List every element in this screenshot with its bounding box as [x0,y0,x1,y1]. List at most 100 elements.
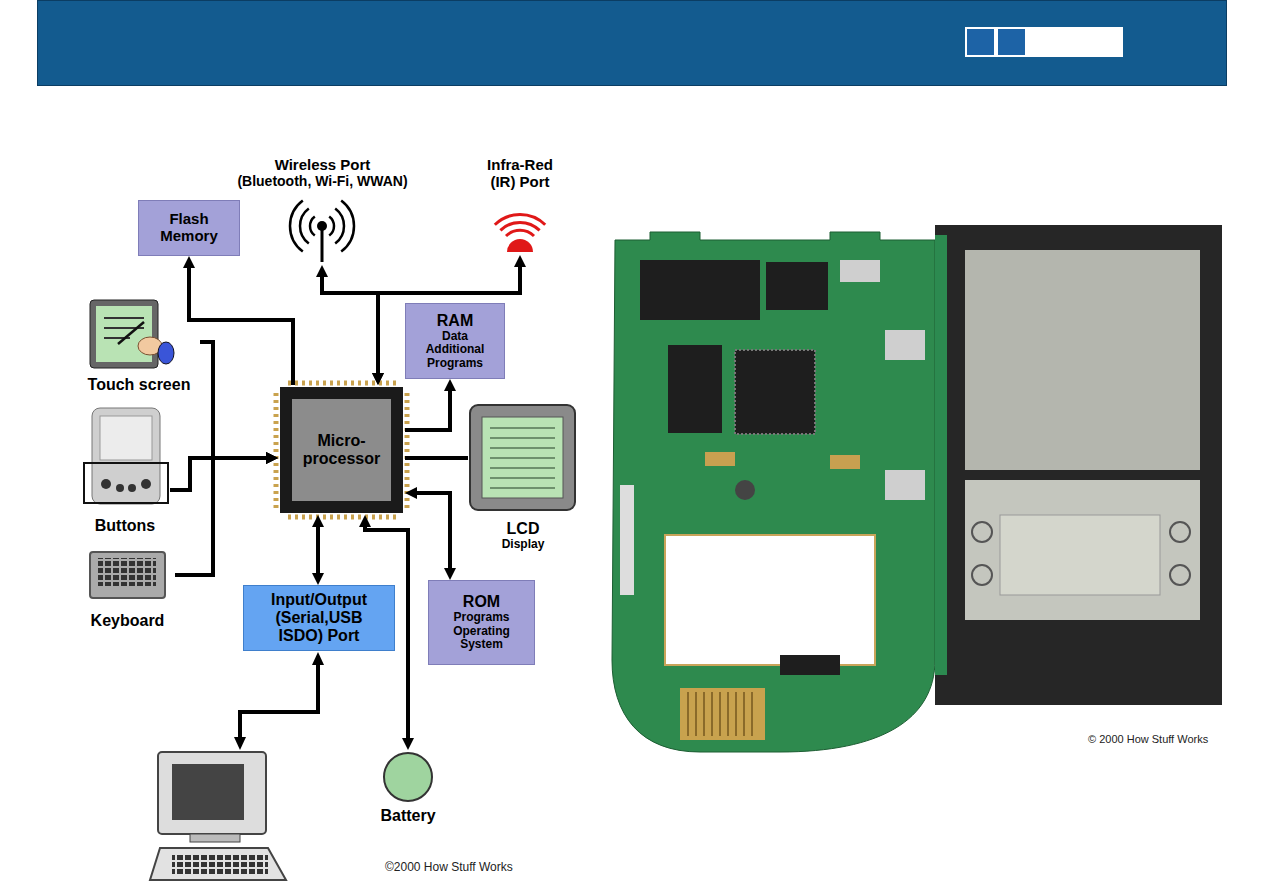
port-icon: Wireless Port(Bluetooth, Wi-Fi, WWAN) [230,157,415,265]
box-heading: ROM [463,593,500,611]
box-body: Programs Operating System [442,611,522,651]
icon-label: Touch screen [88,376,191,394]
header-square [996,27,1027,57]
pcb-photo [665,535,875,665]
icon-label: Keyboard [91,612,165,630]
lcd-icon [470,405,575,510]
infrared-icon [507,239,533,252]
pcb-photo [780,655,840,675]
keyboard-icon [98,558,156,586]
connector [372,255,526,385]
connector [316,265,384,385]
pcb-photo [840,260,880,282]
icon-label: LCD [507,520,540,538]
connector-line [175,458,268,575]
arrow-head [312,573,324,585]
connector-line [189,266,293,385]
arrow-head [444,568,456,580]
header-panel [1027,27,1123,57]
pcb-photo [620,485,634,595]
arrow-head [316,265,328,277]
box-label: Flash Memory [153,211,225,245]
lcd-icon [490,428,555,488]
connector [200,342,278,464]
arrow-head [266,452,278,464]
microprocessor-chip [274,393,279,508]
pda-buttons-icon [84,463,168,503]
pcb-photo [640,260,760,320]
computer-icon [150,848,286,880]
pcb-photo [735,350,815,434]
io-computer-link [234,737,246,750]
io-computer-link [234,652,324,750]
pcb-photo [705,452,735,466]
pcb-photo [735,480,755,500]
connector-line [415,493,450,570]
arrow-head [266,452,278,464]
arrow-head [402,738,414,750]
antenna-icon [290,200,354,262]
pcb-photo [885,470,925,500]
memory-box: ROMPrograms Operating System [428,580,535,665]
input-icon: Touch screen [78,298,200,394]
box-body: Data Additional Programs [415,330,495,370]
pcb-photo [1170,565,1190,585]
arrow-head [444,379,456,391]
arrow-head [372,373,384,385]
computer-icon [158,752,266,834]
microprocessor-chip [280,387,403,513]
connector-line [405,456,468,460]
icon-label: Buttons [95,517,155,535]
pcb-photo [766,262,828,310]
pcb-photo [935,225,1222,705]
port-icon: Infra-Red (IR) Port [470,157,570,255]
pda-buttons-icon [141,479,151,489]
arrow-head [359,515,371,527]
keyboard-icon [90,552,165,598]
connector [405,458,468,459]
computer-icon [150,752,286,880]
pcb-photo [668,345,722,433]
infrared-icon [495,215,545,252]
pda-buttons-icon [128,484,136,492]
io-port-box: Input/Output (Serial,USB ISDO) Port [243,585,395,651]
icon-label: Battery [380,807,435,825]
processor-chip: Micro- processor [278,385,405,515]
touch-screen-icon [90,300,174,368]
memory-box: RAMData Additional Programs [405,303,505,379]
connector [405,487,456,580]
arrow-head [514,255,526,267]
arrow-head [372,373,384,385]
connector [312,515,324,585]
pda-buttons-icon [100,416,152,460]
copyright-note: ©2000 How Stuff Works [385,860,513,874]
lcd-icon [470,405,575,510]
pcb-photo [885,330,925,360]
computer-icon [172,764,244,820]
microprocessor-chip [288,515,398,520]
keyboard-icon [90,552,165,598]
pda-buttons-icon [101,479,111,489]
box-heading: RAM [437,312,473,330]
microprocessor-chip [292,399,391,501]
connector [183,256,293,385]
pcb-photo [972,522,992,542]
pcb-photo [612,232,935,752]
connector-line [322,275,378,375]
arrow-head [312,515,324,527]
chip-label: Micro- processor [296,432,388,468]
touch-screen-icon [158,342,174,364]
io-computer-link [312,652,324,665]
pcb-photo [935,235,947,675]
pda-buttons-icon [84,408,168,504]
arrow-head [183,256,195,268]
header-square [965,27,996,57]
battery-circle [384,753,432,801]
copyright-note: © 2000 How Stuff Works [1088,733,1208,745]
arrow-head [405,487,417,499]
display-icon: LCDDisplay [468,403,578,551]
connector-line [170,458,268,490]
antenna-icon [290,200,354,251]
